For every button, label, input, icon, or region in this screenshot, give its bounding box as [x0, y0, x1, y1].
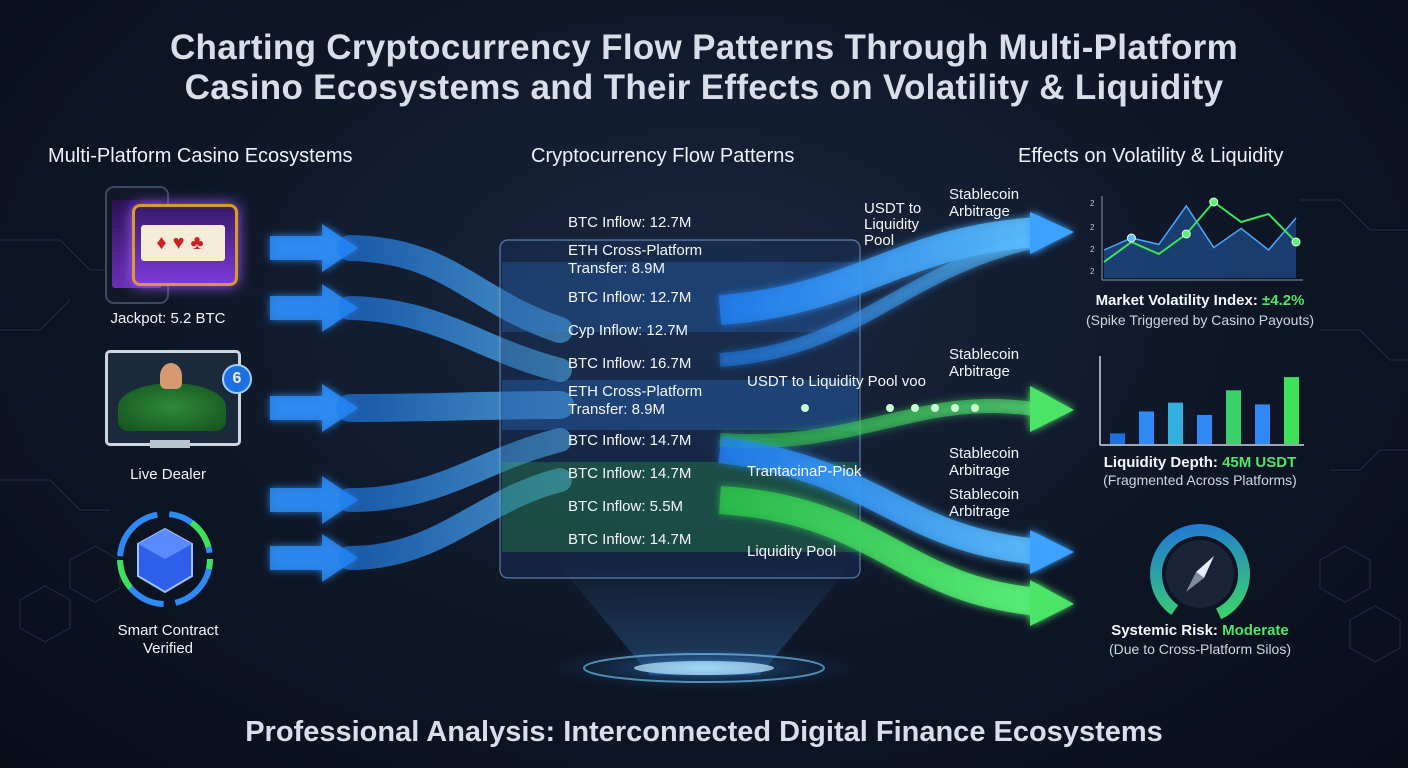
volatility-note: (Spike Triggered by Casino Payouts)	[1086, 312, 1314, 328]
volatility-area-outline	[1103, 204, 1297, 252]
slot-machine-icon: ♦♥♣	[132, 204, 238, 286]
usdt-pool-label-line-1: USDT to	[864, 200, 922, 217]
output-arrowhead-3	[1030, 530, 1074, 574]
vol-tick-4: 2	[1090, 267, 1095, 276]
arbitrage-label-3: Arbitrage	[949, 462, 1010, 479]
volatility-metric: Market Volatility Index: ±4.2%	[1076, 292, 1324, 309]
flow-label-2: ETH Cross-Platform	[568, 242, 703, 259]
flow-label-8: BTC Inflow: 14.7M	[568, 465, 692, 482]
arbitrage-label-1: Arbitrage	[949, 203, 1010, 220]
liquidity-bar-6	[1255, 404, 1270, 444]
liquidity-label: Liquidity Depth:	[1103, 454, 1223, 471]
arbitrage-label-2: Arbitrage	[949, 363, 1010, 380]
input-arrow-1	[270, 224, 358, 272]
liquidity-metric: Liquidity Depth: 45M USDT	[1076, 454, 1324, 471]
flow-label-2b: Transfer: 8.9M	[568, 260, 665, 277]
transaction-label: TrantacinaP-Piok	[747, 463, 862, 480]
flow-label-6: ETH Cross-Platform	[568, 383, 703, 400]
volatility-line-series	[1103, 200, 1297, 263]
volatility-line-chart: 2 2 2 2	[1090, 196, 1303, 281]
smart-contract-label-line-1: Smart Contract	[117, 622, 219, 639]
stablecoin-label-3: Stablecoin	[949, 445, 1020, 462]
stablecoin-label-2: Stablecoin	[949, 346, 1020, 363]
usdt-pool-mid-label: USDT to Liquidity Pool voo	[747, 373, 926, 390]
page-title-line-2: Casino Ecosystems and Their Effects on V…	[184, 68, 1224, 107]
input-arrow-3	[270, 384, 358, 432]
flow-label-7: BTC Inflow: 14.7M	[568, 432, 692, 449]
liquidity-bar-1	[1110, 433, 1125, 444]
volatility-point-4	[1291, 237, 1301, 247]
liquidity-pool-label: Liquidity Pool	[747, 543, 837, 560]
arbitrage-label-4: Arbitrage	[949, 503, 1010, 520]
middle-column-heading: Cryptocurrency Flow Patterns	[531, 145, 795, 167]
volatility-label: Market Volatility Index:	[1095, 292, 1262, 309]
liquidity-bar-2	[1139, 411, 1154, 444]
usdt-pool-label-line-2: Liquidity	[864, 216, 920, 233]
risk-metric: Systemic Risk: Moderate	[1076, 622, 1324, 639]
flow-label-1: BTC Inflow: 12.7M	[568, 214, 692, 231]
stablecoin-label-1: Stablecoin	[949, 186, 1020, 203]
vol-tick-1: 2	[1090, 199, 1095, 208]
volatility-area-series	[1104, 206, 1296, 278]
volatility-point-2	[1181, 229, 1191, 239]
input-arrow-4	[270, 476, 358, 524]
liquidity-note: (Fragmented Across Platforms)	[1103, 472, 1297, 488]
left-column-heading: Multi-Platform Casino Ecosystems	[48, 145, 353, 167]
smart-contract-label-line-2: Verified	[142, 640, 194, 657]
liquidity-bar-4	[1197, 414, 1212, 444]
liquidity-bar-3	[1168, 402, 1183, 444]
liquidity-value: 45M USDT	[1222, 454, 1297, 471]
liquidity-bar-5	[1226, 390, 1241, 444]
systemic-risk-gauge-icon	[1150, 524, 1250, 624]
flow-label-3: BTC Inflow: 12.7M	[568, 289, 692, 306]
risk-note: (Due to Cross-Platform Silos)	[1108, 641, 1292, 657]
monitor-stand	[150, 440, 190, 448]
flow-label-5: BTC Inflow: 16.7M	[568, 355, 692, 372]
liquidity-bar-chart	[1099, 356, 1304, 446]
live-dealer-label: Live Dealer	[130, 466, 206, 483]
input-arrow-2	[270, 284, 358, 332]
volatility-point-1	[1126, 233, 1136, 243]
footer-caption: Professional Analysis: Interconnected Di…	[245, 716, 1163, 748]
output-arrowhead-1	[1030, 212, 1074, 254]
flow-label-9: BTC Inflow: 5.5M	[568, 498, 684, 515]
volatility-point-3	[1209, 197, 1219, 207]
usdt-pool-label-line-3: Pool	[864, 232, 895, 249]
risk-label: Systemic Risk:	[1111, 622, 1223, 639]
live-count-badge: 6	[222, 364, 252, 394]
live-dealer-monitor-icon	[105, 350, 241, 446]
smart-contract-cube-icon	[117, 511, 213, 607]
liquidity-bar-7	[1284, 377, 1299, 444]
stablecoin-label-4: Stablecoin	[949, 486, 1020, 503]
flow-label-6b: Transfer: 8.9M	[568, 401, 665, 418]
vol-tick-2: 2	[1090, 223, 1095, 232]
risk-value: Moderate	[1222, 622, 1289, 639]
vol-tick-3: 2	[1090, 245, 1095, 254]
jackpot-label: Jackpot: 5.2 BTC	[110, 310, 226, 327]
flow-label-4: Cyp Inflow: 12.7M	[568, 322, 689, 339]
flow-label-10: BTC Inflow: 14.7M	[568, 531, 692, 548]
output-arrowhead-2	[1030, 386, 1074, 432]
page-title-line-1: Charting Cryptocurrency Flow Patterns Th…	[169, 28, 1239, 67]
right-column-heading: Effects on Volatility & Liquidity	[1018, 145, 1284, 167]
input-arrow-5	[270, 534, 358, 582]
output-arrowhead-4	[1030, 580, 1074, 626]
volatility-value: ±4.2%	[1262, 292, 1305, 309]
